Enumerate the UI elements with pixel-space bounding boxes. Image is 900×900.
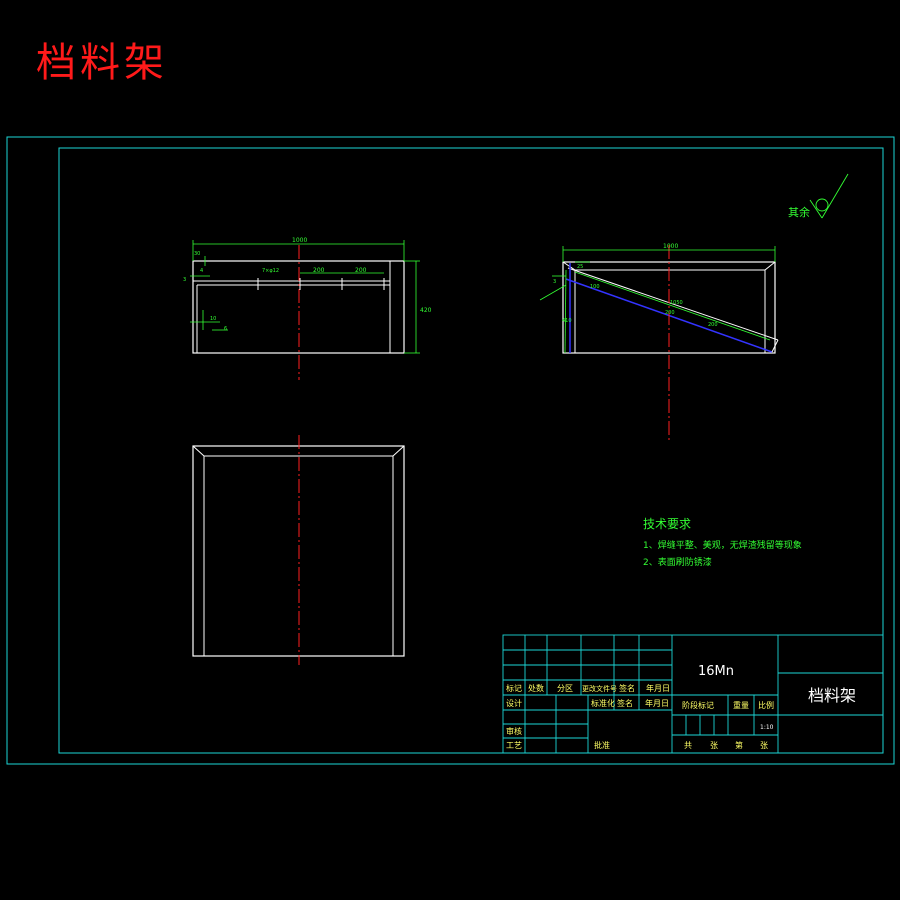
tb-approve-label: 批准 [594, 740, 610, 750]
tb-sheets-unit: 张 [710, 741, 718, 750]
tech-req-title: 技术要求 [643, 517, 691, 531]
front-hole-label: 7×φ12 [262, 268, 279, 274]
tb-scale-value: 1:10 [760, 724, 774, 731]
tech-req-item: 2、表面刷防锈漆 [643, 556, 712, 568]
tb-scale-label: 比例 [758, 700, 774, 710]
tb-row-label: 分区 [557, 684, 573, 693]
title-block [502, 634, 884, 754]
tb-sign-label: 签名 [617, 698, 633, 708]
tb-row-label: 处数 [528, 683, 544, 693]
tb-weight-label: 重量 [733, 700, 749, 710]
inner-border [58, 147, 884, 754]
front-weld-size: 3 [183, 277, 186, 283]
front-outline [192, 260, 405, 354]
front-dim-10: 10 [210, 316, 216, 322]
side-pitch-1: 200 [665, 310, 675, 316]
side-weld-size: 3 [553, 279, 556, 285]
side-view: 1000 410 1050 25 100 200 200 3 [539, 243, 779, 440]
front-height-dim: 420 [420, 307, 432, 314]
tb-row-label: 年月日 [646, 683, 670, 693]
tb-stage-label: 阶段标记 [682, 700, 714, 710]
tech-requirements: 技术要求 1、焊缝平整、美观，无焊渣残留等现象 2、表面刷防锈漆 [643, 517, 802, 568]
front-pitch-1: 200 [313, 267, 325, 274]
tb-row-label: 标记 [506, 683, 522, 693]
tb-date-label: 年月日 [645, 698, 669, 708]
tb-design-label: 设计 [506, 698, 522, 708]
page-title: 档料架 [36, 40, 168, 86]
side-diag-len: 1050 [670, 300, 683, 306]
front-view: 1000 420 200 200 7×φ12 30 4 10 3 6 [183, 237, 432, 380]
front-dim-4: 4 [200, 268, 203, 274]
tb-process-label: 工艺 [506, 741, 522, 750]
tb-sheet-unit2: 张 [760, 741, 768, 750]
side-height-dim: 410 [562, 318, 572, 324]
side-width-dim: 1000 [663, 243, 678, 250]
side-pitch-2: 200 [708, 322, 718, 328]
title-block-text: 标记 处数 分区 更改文件号 签名 年月日 设计 标准化 签名 年月日 审核 工… [506, 664, 856, 750]
top-view [192, 435, 405, 665]
outer-border [6, 136, 895, 765]
tb-row-label: 更改文件号 [582, 684, 617, 693]
tb-material: 16Mn [698, 664, 734, 679]
tb-row-label: 签名 [619, 683, 635, 693]
surface-note: 其余 [788, 205, 810, 219]
tb-sheet-no: 第 [735, 740, 743, 750]
surface-roughness-symbol [809, 173, 849, 219]
front-weld-size-2: 6 [224, 326, 227, 332]
side-dim-25: 25 [577, 264, 583, 270]
front-pitch-2: 200 [355, 267, 367, 274]
front-dim-30: 30 [194, 251, 200, 257]
side-dim-100: 100 [590, 284, 600, 290]
front-width-dim: 1000 [292, 237, 307, 244]
tb-check-label: 审核 [506, 726, 522, 736]
tech-req-item: 1、焊缝平整、美观，无焊渣残留等现象 [643, 539, 802, 551]
tb-sheets-total: 共 [684, 741, 692, 750]
tb-standardize-label: 标准化 [591, 698, 615, 708]
tb-part-name: 档料架 [808, 686, 856, 705]
